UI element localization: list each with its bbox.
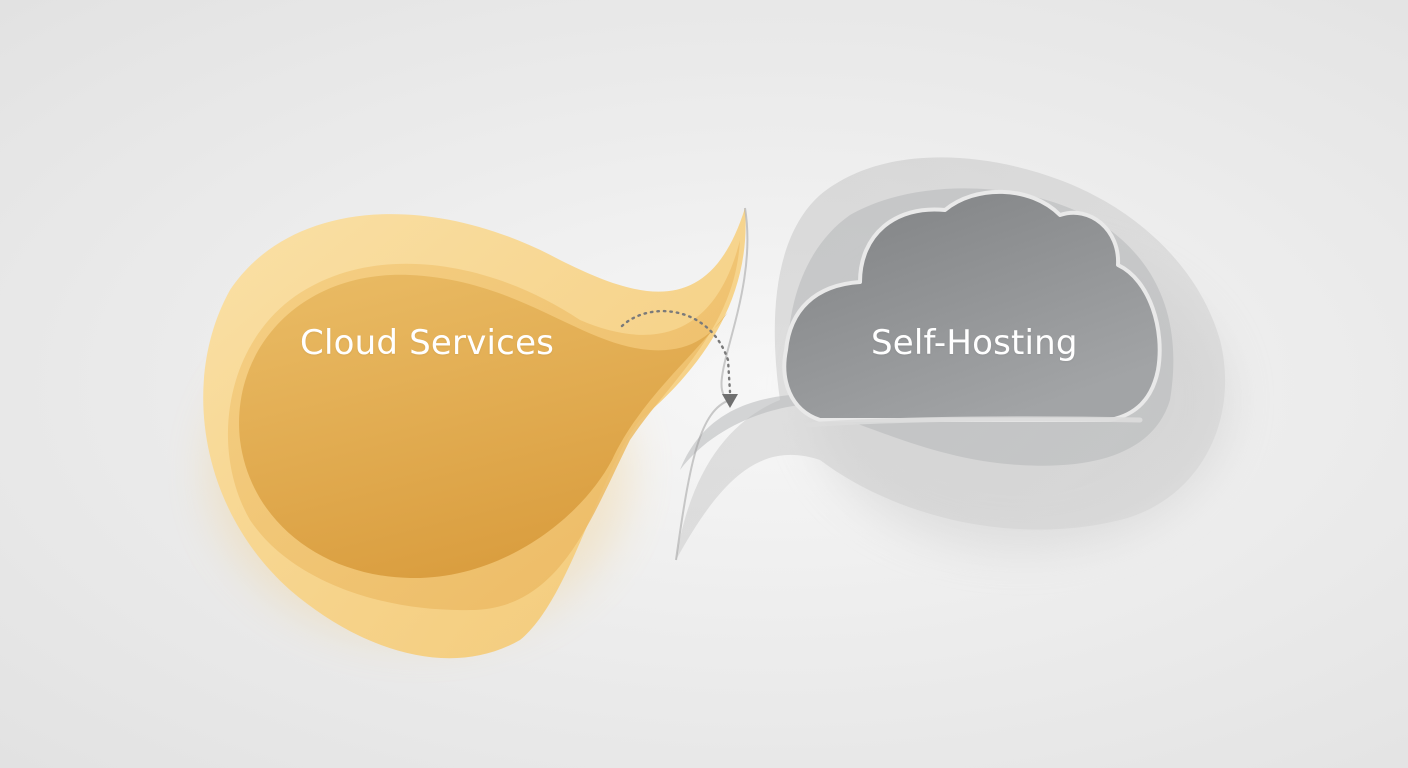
self-hosting-cloud-base [805,416,1143,428]
cloud-services-node [203,208,746,659]
cloud-services-inner-layer [239,274,729,579]
connector [620,207,749,561]
cloud-services-label: Cloud Services [300,323,555,363]
connector-arrow-icon [722,394,738,408]
self-hosting-node [676,157,1230,560]
self-hosting-label: Self-Hosting [871,323,1078,363]
connector-dotted-arc [620,309,732,394]
self-hosting-cloud-shape [782,189,1162,422]
